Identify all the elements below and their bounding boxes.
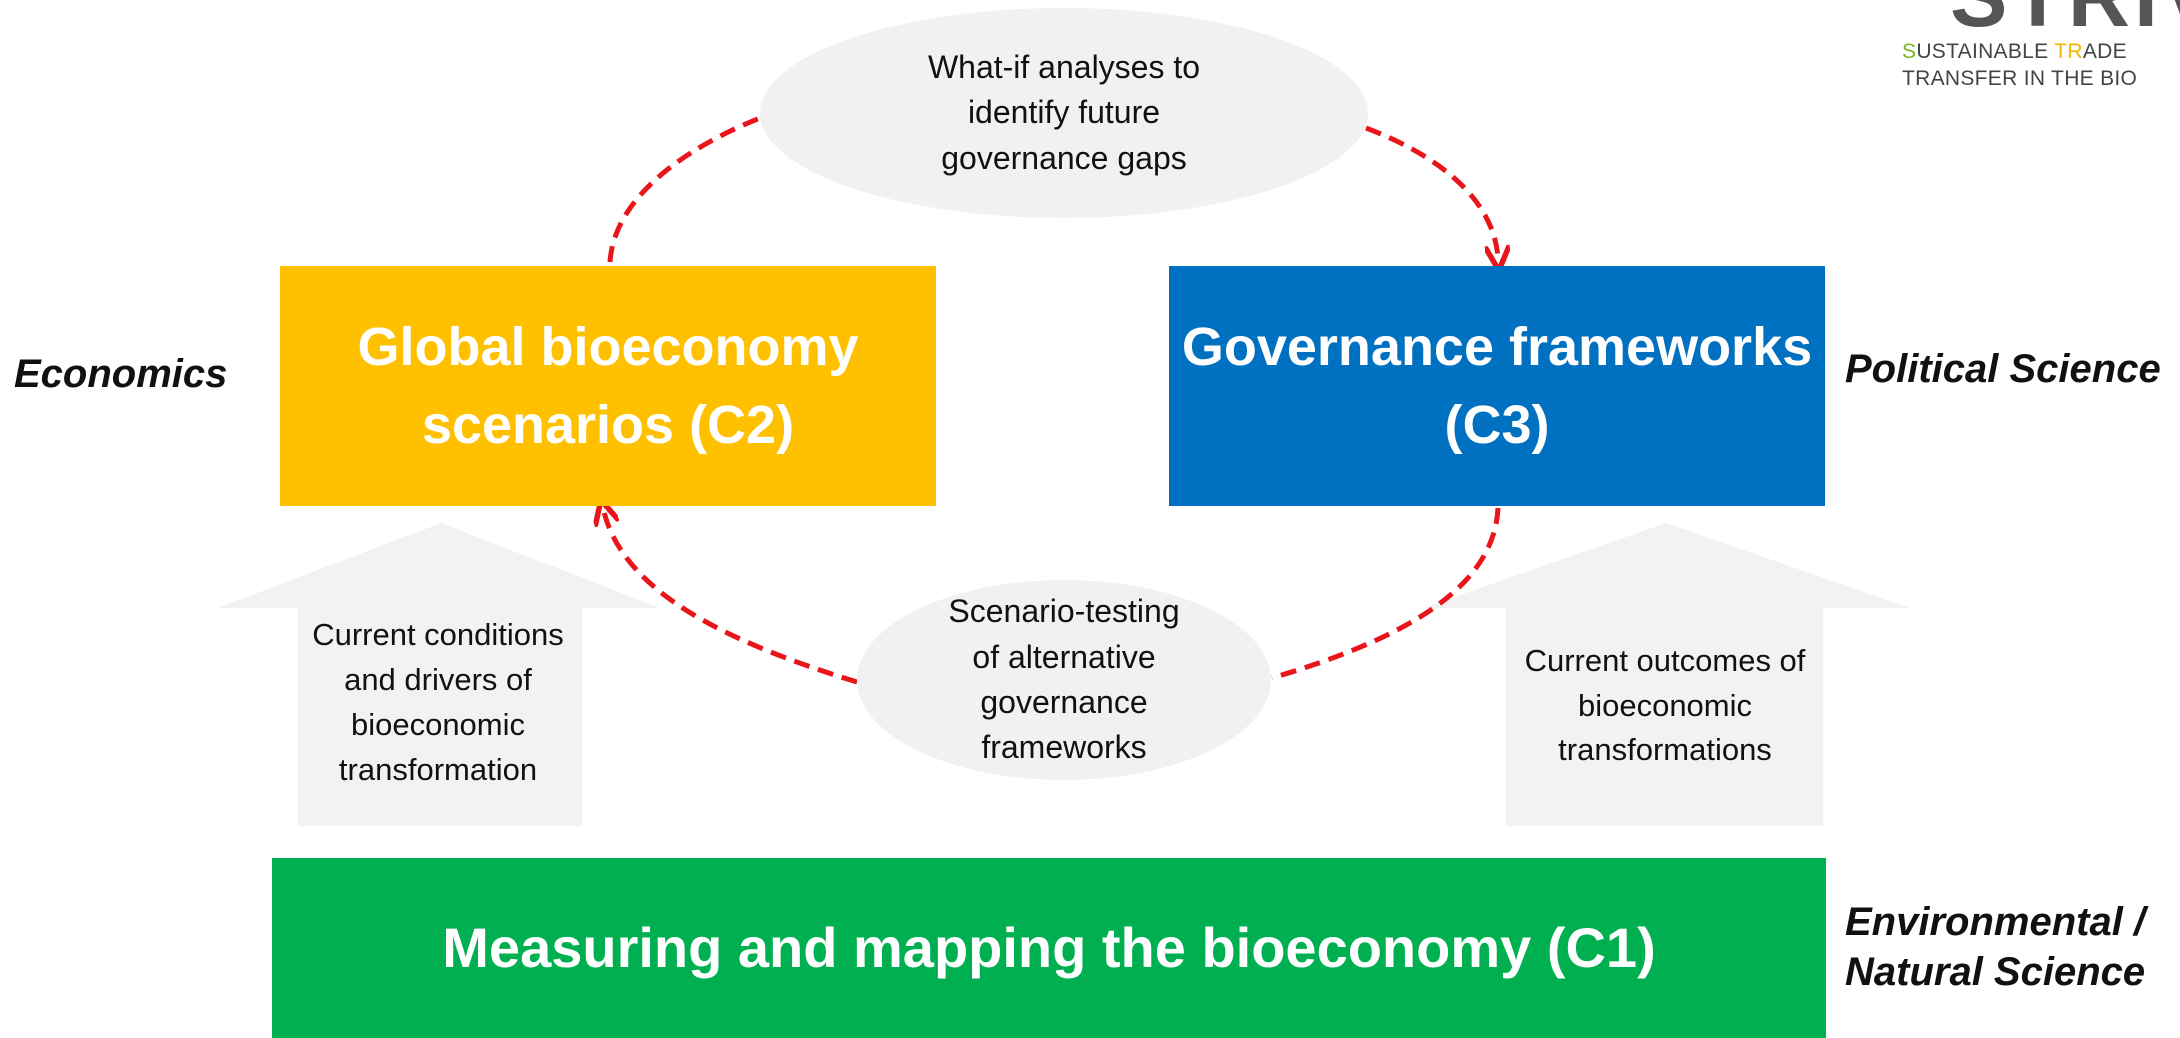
discipline-political-science: Political Science	[1845, 347, 2161, 391]
box-governance-frameworks: Governance frameworks (C3)	[1169, 266, 1825, 506]
up-arrow-left-label: Current conditions and drivers of bioeco…	[312, 617, 564, 787]
logo-tagline-line2: TRANSFER IN THE BIO	[1902, 67, 2138, 90]
discipline-environmental-natural-science: Environmental / Natural Science	[1845, 900, 2146, 994]
box-global-bioeconomy-scenarios: Global bioeconomy scenarios (C2)	[280, 266, 936, 506]
ellipse-what-if-analyses: What-if analyses to identify future gove…	[760, 8, 1368, 218]
discipline-economics: Economics	[14, 352, 228, 396]
ellipse-scenario-testing: Scenario-testing of alternative governan…	[857, 580, 1271, 780]
box-measuring-and-mapping: Measuring and mapping the bioeconomy (C1…	[272, 858, 1826, 1038]
up-arrow-left-shape	[218, 523, 660, 826]
box-c1-label: Measuring and mapping the bioeconomy (C1…	[442, 916, 1656, 980]
arrow-scenario-testing-to-c2	[604, 512, 858, 685]
ellipse-what-if-label: What-if analyses to identify future gove…	[927, 48, 1201, 176]
ellipse-scenario-testing-label: Scenario-testing of alternative governan…	[948, 593, 1180, 766]
arrow-c2-to-what-if	[607, 115, 761, 263]
up-arrow-right-label: Current outcomes of bioeconomic transfor…	[1524, 642, 1806, 768]
strive-logo: STRIV SUSTAINABLE TRADE TRANSFER IN THE …	[1880, 0, 2180, 120]
logo-wordmark: STRIV	[1950, 0, 2180, 40]
up-arrow-right-text: Current outcomes of bioeconomic transfor…	[1506, 636, 1824, 776]
logo-tagline-line1: SUSTAINABLE TRADE	[1902, 40, 2127, 63]
arrow-c3-to-scenario-testing	[1271, 507, 1501, 681]
arrow-what-if-to-c3	[1365, 125, 1498, 258]
up-arrow-right-shape	[1423, 523, 1910, 826]
box-c2-label: Global bioeconomy scenarios (C2)	[357, 316, 859, 455]
up-arrow-left-text: Current conditions and drivers of bioeco…	[298, 590, 578, 816]
box-c3-label: Governance frameworks (C3)	[1181, 316, 1813, 455]
